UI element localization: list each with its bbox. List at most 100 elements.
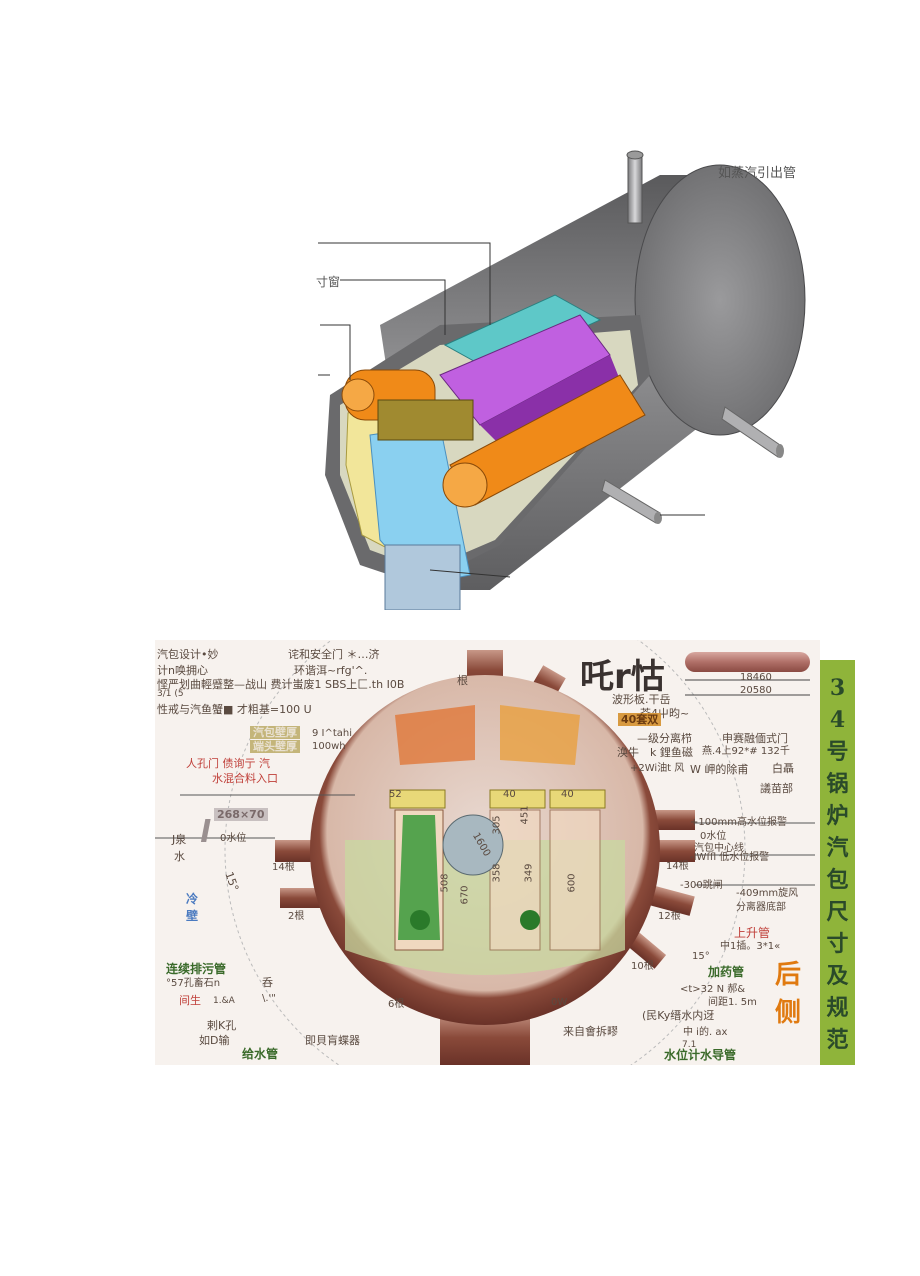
wall-label: 壁	[186, 909, 199, 923]
spacing-sub: \.'"	[262, 993, 276, 1004]
banner-char: 3	[829, 675, 846, 701]
drain-label: (民Ky缙水内迓	[642, 1009, 715, 1022]
nozzle-14-right: 14根	[666, 861, 689, 872]
drain-sub: 中 i的. ax	[683, 1027, 728, 1038]
rear-label: 后	[775, 960, 802, 990]
dim-268-tag: 268×70	[214, 808, 268, 821]
drum-wall-tag: 汽包壁厚	[250, 726, 300, 739]
banner-char: 包	[826, 867, 849, 893]
mixture-inlet-label: 水混合料入口	[212, 772, 278, 785]
steam-drum-cutaway-figure	[300, 145, 820, 611]
sep-label-7: W 岬的除甫	[690, 763, 749, 776]
nozzle-2-left: 2根	[288, 911, 305, 922]
sep-label-1: —级分离栉	[637, 732, 692, 745]
cyclone-bottom-2: 分离器底部	[736, 902, 786, 913]
riser-sub: 中1插。3*1«	[720, 941, 781, 952]
tail-label-2: 苍4屮昀~	[640, 707, 690, 720]
side-label: 侧	[775, 998, 802, 1028]
dim-670: 670	[459, 885, 471, 905]
design-note-3: 悭严划曲輕蹙整—战山 费计蚩废1 SBS上匚.th I0B	[157, 678, 405, 691]
design-note-4: 3/1 (5	[157, 689, 184, 699]
drum-centerline: 汽包中心线	[694, 843, 744, 854]
input-label: 如D输	[199, 1034, 230, 1047]
forty-sets-tag: 40套双	[618, 713, 662, 726]
chem-feed-spacing: 间距1. 5m	[708, 997, 757, 1008]
sep-label-2: 申赛融偭式门	[722, 732, 788, 745]
drain-sub2: 7.1	[682, 1040, 697, 1050]
from-pipe-label: 来自會拆疁	[563, 1025, 618, 1038]
banner-char: 范	[826, 1027, 849, 1053]
hole-label: 剌K孔	[207, 1019, 237, 1032]
dim-40a: 40	[503, 789, 516, 800]
ring-top-label: 根	[457, 674, 468, 687]
steam-outlet-pipe-label: 如蒸汽引出管	[718, 166, 797, 181]
spacing-value: 1.&A	[213, 996, 235, 1006]
design-note-2b: 环谐洱~rfg'^.	[294, 664, 368, 677]
cold-label: 冷	[186, 892, 199, 906]
sep-label-3: 涣牛	[617, 746, 639, 759]
banner-char: 汽	[826, 835, 849, 861]
zero-level-left: 0水位	[220, 833, 247, 844]
cyclone-row-right	[442, 374, 646, 508]
sep-label-4: k 鋰鱼磁	[650, 746, 693, 759]
design-note-5: 性戒与汽鱼蟹■ 才粗基=100 U	[157, 703, 312, 716]
shui-label: 水	[174, 850, 185, 863]
cyclone-bottom-1: -409mm旋风	[736, 888, 799, 899]
riser-label: 上升管	[734, 926, 771, 940]
steam-drum-cutaway-drawing	[318, 150, 806, 611]
chem-feed-sub: <t>32 N 郝&	[680, 984, 746, 995]
head-wall-value: 100wh	[312, 741, 346, 752]
head-wall-tag: 端头壁厚	[250, 740, 300, 753]
banner-char: 4	[829, 707, 846, 733]
dim-18460: 18460	[740, 672, 772, 683]
dim-600: 600	[566, 873, 578, 893]
blowdown-sub2: 呑	[262, 976, 273, 989]
blowdown-sub: °57孔畜石n	[166, 978, 221, 989]
side-pipe	[721, 406, 784, 458]
tail-label-1: 波形板.干岳	[612, 693, 671, 706]
low-level-alarm: -IWffl 低水位报警	[690, 852, 770, 863]
trip-level: -300跳闸	[680, 880, 723, 891]
dim-40b: 40	[561, 789, 574, 800]
banner-char: 炉	[826, 803, 849, 829]
sep-label-9: 議苗部	[760, 782, 793, 795]
small-label: 寸窗	[316, 275, 341, 289]
vertical-banner: 3 4 号 锅 炉 汽 包 尺 寸 及 规 范	[820, 672, 855, 1056]
design-note-1a: 汽包设计•妙	[157, 648, 219, 661]
angle-15-right: 15°	[692, 951, 710, 962]
dim-508: 508	[439, 873, 451, 893]
banner-char: 寸	[826, 931, 849, 957]
nozzle-14-left: 14根	[272, 862, 295, 873]
high-level-alarm: +100mm高水位报警	[690, 817, 787, 828]
l-glyph: l	[200, 815, 211, 850]
dim-451: 451	[519, 805, 531, 825]
sep-label-5: 燕.4上92*# 132千	[702, 746, 790, 757]
dim-358: 358	[491, 863, 503, 883]
banner-char: 号	[826, 739, 849, 765]
level-gauge-pipe-label: 水位计水导管	[664, 1048, 737, 1062]
nozzle-0w: 0W	[551, 997, 568, 1008]
sep-label-6: +2Wi油t 风	[630, 763, 685, 774]
spacing-label: 间生	[179, 994, 201, 1007]
banner-char: 及	[826, 963, 849, 989]
manhole-label: 人孔门 债询亍 汽	[186, 757, 270, 770]
banner-char: 锅	[826, 771, 849, 797]
zero-level-right: 0水位	[700, 831, 727, 842]
dim-349: 349	[523, 863, 535, 883]
big-title-glyphs: 吒r怙	[580, 657, 665, 697]
design-note-1b: 诧和安全门 ＊…济	[288, 648, 380, 661]
chem-feed-pipe-label: 加药管	[708, 965, 745, 979]
side-pipe	[601, 479, 662, 524]
dim-52: 52	[389, 789, 402, 800]
nozzle-6-left: 6根	[388, 999, 405, 1010]
nozzle-12-right: 12根	[658, 911, 681, 922]
sep-label-8: 白聶	[772, 762, 794, 775]
dim-20580: 20580	[740, 685, 772, 696]
feedwater-pipe-label: 给水管	[242, 1047, 279, 1061]
blowdown-label: 连续排污管	[166, 962, 227, 976]
banner-char: 规	[826, 995, 849, 1021]
drum-wall-value: 9 I^tahi	[312, 728, 353, 739]
nozzle-10-right: 10根	[631, 961, 654, 972]
design-note-2a: 计n唤拥心	[157, 664, 208, 677]
regular-label: 即貝肓蝶器	[305, 1034, 360, 1047]
